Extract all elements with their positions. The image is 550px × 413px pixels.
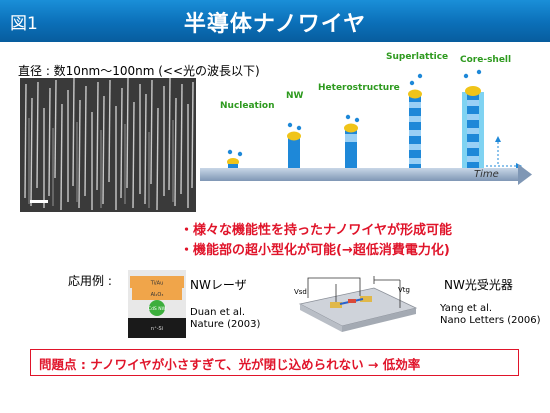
title-bar: 図1 半導体ナノワイヤ (0, 0, 550, 42)
stage-label-superlattice: Superlattice (386, 52, 449, 62)
time-label: Time (474, 169, 499, 180)
nw-laser-title: NWレーザ (190, 278, 247, 292)
laser-ref-authors: Duan et al. (190, 307, 246, 318)
bullet-miniaturization: ・機能部の超小型化が可能(→超低消費電力化) (180, 243, 450, 258)
growth-stages-graphic (227, 69, 522, 169)
diameter-text: 直径 : 数10nm〜100nm (<<光の波長以下) (18, 64, 260, 78)
figure-label: 図1 (10, 14, 38, 34)
nw-laser-diagram: Ti/Au Al₂O₃ CdS NW n⁺-Si (128, 270, 186, 338)
time-axis (200, 168, 520, 181)
stage-label-core-shell: Core-shell (460, 55, 512, 65)
growth-diagram (200, 54, 540, 194)
problem-statement: 問題点 : ナノワイヤが小さすぎて、光が閉じ込められない → 低効率 (39, 357, 421, 372)
stage-label-nucleation: Nucleation (220, 101, 275, 111)
al2o3-label: Al₂O₃ (151, 292, 164, 298)
cds-nw-label: CdS NW (148, 306, 167, 312)
detector-ref-journal: Nano Letters (2006) (440, 315, 541, 326)
nw-photodetector-diagram: Vsd Vtg (294, 276, 418, 332)
slide-title: 半導体ナノワイヤ (183, 12, 367, 37)
scale-bar (30, 200, 48, 203)
ti-au-label: Ti/Au (150, 281, 164, 287)
nw-photodetector-title: NW光受光器 (444, 278, 513, 292)
stage-label-heterostructure: Heterostructure (318, 83, 400, 93)
nw-photodetector-figure: Vsd Vtg (290, 268, 418, 334)
sem-micrograph (20, 78, 196, 212)
vsd-label: Vsd (294, 288, 307, 296)
bullet-functionality: ・様々な機能性を持ったナノワイヤが形成可能 (180, 223, 452, 238)
detector-ref-authors: Yang et al. (440, 303, 493, 314)
vtg-label: Vtg (398, 286, 410, 294)
stage-label-nw: NW (286, 91, 304, 101)
applications-label: 応用例 : (68, 274, 112, 288)
n-si-label: n⁺-Si (151, 326, 163, 332)
time-arrow-icon (518, 164, 532, 185)
laser-ref-journal: Nature (2003) (190, 319, 261, 330)
problem-statement-box: 問題点 : ナノワイヤが小さすぎて、光が閉じ込められない → 低効率 (30, 349, 519, 376)
sem-image (20, 78, 196, 212)
nw-laser-figure: Ti/Au Al₂O₃ CdS NW n⁺-Si (128, 270, 186, 338)
